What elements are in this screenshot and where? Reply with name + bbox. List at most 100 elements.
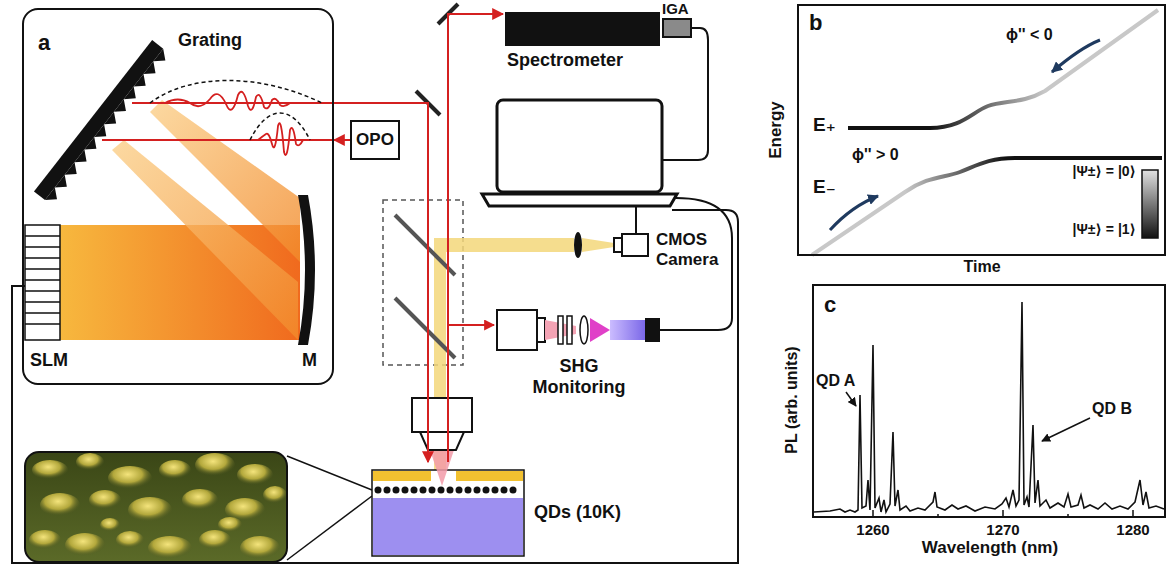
pl-spectrum (814, 302, 1164, 518)
afm-inset-part-part (128, 497, 172, 523)
laptop-part (482, 194, 677, 206)
laser-pulse-part (102, 139, 334, 141)
laptop-part (497, 100, 662, 192)
qd-sample-art-part-part (456, 487, 463, 494)
qd-sample-art-part (373, 498, 523, 555)
optics-part (383, 200, 463, 365)
shg-setup-part (610, 320, 645, 340)
qd-sample-art-part-part (384, 487, 391, 494)
spectrometer-body (505, 12, 660, 46)
afm-inset-part-part (76, 453, 104, 471)
afm-inset-part-part (237, 464, 273, 486)
qd-sample-art-part-part (501, 487, 508, 494)
optics (383, 4, 614, 470)
grating-part (34, 40, 163, 200)
afm-inset (25, 452, 372, 562)
qd-sample-art-part-part (447, 487, 454, 494)
axis-title: Wavelength (nm) (922, 538, 1058, 558)
energy-diagram-part (1142, 170, 1158, 238)
energy-diagram-part (848, 10, 1158, 128)
optics-part (395, 215, 455, 275)
cmos-camera: CMOS Camera (618, 226, 727, 274)
afm-inset-part-part (65, 533, 105, 557)
optics-part (582, 238, 614, 252)
grating-part (45, 49, 170, 206)
afm-inset-part-part (148, 536, 192, 560)
qd-sample-art-part (430, 450, 454, 486)
cable (12, 28, 738, 563)
slm-part (25, 236, 60, 324)
afm-inset-part (25, 452, 287, 562)
afm-inset-part-part (182, 489, 218, 511)
laser-pulse-part (250, 113, 310, 140)
qd-sample-art-part-part (474, 487, 481, 494)
qd-sample-art-part-part (492, 487, 499, 494)
slm (25, 225, 60, 340)
laser-beam (334, 103, 428, 462)
node-label: b (809, 10, 822, 35)
cable-part (635, 206, 637, 234)
grating (34, 40, 170, 205)
qd-sample-art-part-part (465, 487, 472, 494)
tick-label: 1260 (856, 521, 889, 538)
shg-setup-part (645, 318, 660, 342)
qd-sample: QDs (10K) (368, 462, 630, 562)
axis-title: PL (arb. units) (783, 346, 801, 453)
shg-setup-part (590, 318, 610, 342)
node-label: SHG Monitoring (517, 356, 641, 397)
shg-setup-part (558, 316, 563, 344)
node-label: a (38, 30, 50, 55)
state-label: E₋ (813, 176, 836, 198)
colorbar-label: |Ψ±⟩ = |1⟩ (1073, 221, 1136, 237)
node-label: QDs (10K) (534, 502, 621, 523)
slm-part (25, 225, 60, 340)
afm-inset-part-part (159, 460, 191, 480)
qd-sample-art-part-part (510, 487, 517, 494)
laser-beam (448, 14, 503, 462)
qd-sample-art-part-part (438, 487, 445, 494)
afm-inset-part-part (100, 518, 120, 532)
chirp-label: ϕ'' < 0 (1006, 26, 1053, 44)
shg-monitor: SHG Monitoring (495, 300, 685, 408)
afm-inset-part (287, 456, 372, 490)
laser-beam (334, 139, 350, 141)
state-label: E₊ (813, 114, 836, 136)
afm-inset-part-part (199, 530, 231, 550)
tick-label: 1270 (986, 521, 1019, 538)
node-label: OPO (356, 130, 394, 150)
chirp-label: ϕ'' > 0 (852, 146, 899, 164)
node-label: c (824, 292, 836, 317)
energy-diagram (812, 10, 1162, 255)
pulse-shaper-box: a (22, 8, 334, 385)
colorbar-label: |Ψ±⟩ = |0⟩ (1073, 163, 1136, 179)
camera (614, 234, 648, 256)
afm-inset-part-part (240, 536, 280, 560)
laptop (482, 100, 677, 206)
qd-sample-art-part (375, 487, 517, 494)
objective (412, 398, 472, 450)
iga-detector: IGA (660, 0, 700, 44)
optics-part (395, 298, 455, 358)
optics-part (446, 238, 574, 252)
energy-diagram-part (830, 196, 878, 230)
qd-sample-art-part (373, 471, 431, 481)
shg-setup-part (497, 310, 537, 350)
opo-box: OPO (350, 120, 400, 160)
laser-pulse-part (132, 102, 334, 104)
laser-pulse (102, 81, 334, 156)
axis-title: Energy (766, 101, 786, 159)
peak-label: QD B (1092, 400, 1132, 418)
cable-part (12, 210, 738, 563)
camera-part (614, 238, 622, 252)
shg-setup-part (537, 318, 545, 342)
optics-part (574, 232, 582, 258)
qd-sample-art-part-part (429, 487, 436, 494)
tick-label: 1280 (1116, 521, 1149, 538)
qd-sample-art-part-part (420, 487, 427, 494)
shg-setup-part (567, 316, 572, 344)
qd-sample-art-part-part (402, 487, 409, 494)
shg-setup (497, 310, 660, 350)
energy-diagram-part (812, 158, 1162, 255)
pl-spectrum-part (846, 392, 856, 406)
afm-inset-part-part (195, 453, 235, 477)
